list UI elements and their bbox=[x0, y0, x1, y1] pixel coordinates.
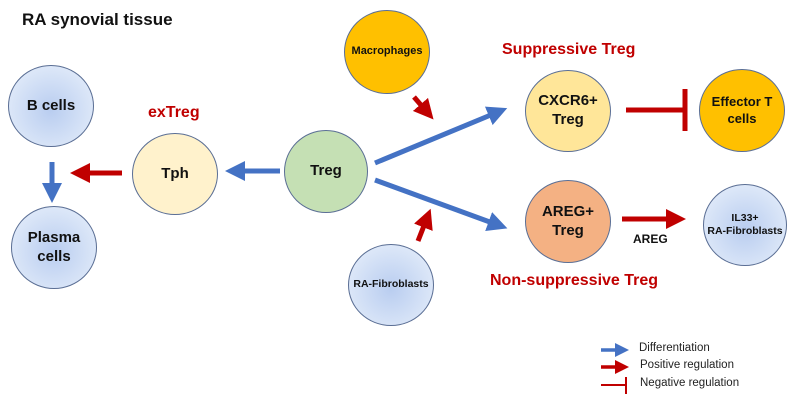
arrow-treg-to-cxcr6 bbox=[374, 106, 508, 166]
node-label: CXCR6+Treg bbox=[538, 92, 598, 128]
label-suppressive-treg: Suppressive Treg bbox=[502, 41, 636, 58]
node-cxcr6-treg: CXCR6+Treg bbox=[525, 70, 611, 152]
legend-positive-regulation: Positive regulation bbox=[640, 359, 734, 371]
legend-negative-regulation: Negative regulation bbox=[640, 377, 740, 389]
node-tph: Tph bbox=[132, 133, 218, 215]
node-label: B cells bbox=[26, 96, 76, 114]
arrow-fibroblasts-to-treg bbox=[414, 208, 433, 242]
edge-label-areg: AREG bbox=[633, 232, 668, 246]
node-label: Tph bbox=[161, 164, 189, 182]
node-label: RA-Fibroblasts bbox=[353, 278, 429, 291]
node-label: Treg bbox=[310, 162, 342, 180]
label-non-suppressive-treg: Non-suppressive Treg bbox=[490, 272, 659, 289]
node-macrophages: Macrophages bbox=[344, 10, 430, 94]
node-label: Macrophages bbox=[351, 45, 423, 58]
node-label: IL33+RA-Fibroblasts bbox=[707, 211, 783, 237]
diagram-title: RA synovial tissue bbox=[22, 10, 173, 29]
node-label: AREG+Treg bbox=[541, 202, 595, 239]
arrow-treg-to-areg bbox=[374, 177, 508, 231]
label-extreg: exTreg bbox=[148, 104, 200, 121]
node-b-cells: B cells bbox=[8, 65, 94, 147]
arrow-macrophages-to-treg bbox=[412, 95, 434, 120]
legend-differentiation: Differentiation bbox=[639, 342, 710, 354]
node-areg-treg: AREG+Treg bbox=[525, 180, 611, 263]
node-treg: Treg bbox=[284, 130, 368, 213]
node-il33-ra-fibroblasts: IL33+RA-Fibroblasts bbox=[703, 184, 787, 266]
node-ra-fibroblasts: RA-Fibroblasts bbox=[348, 244, 434, 326]
